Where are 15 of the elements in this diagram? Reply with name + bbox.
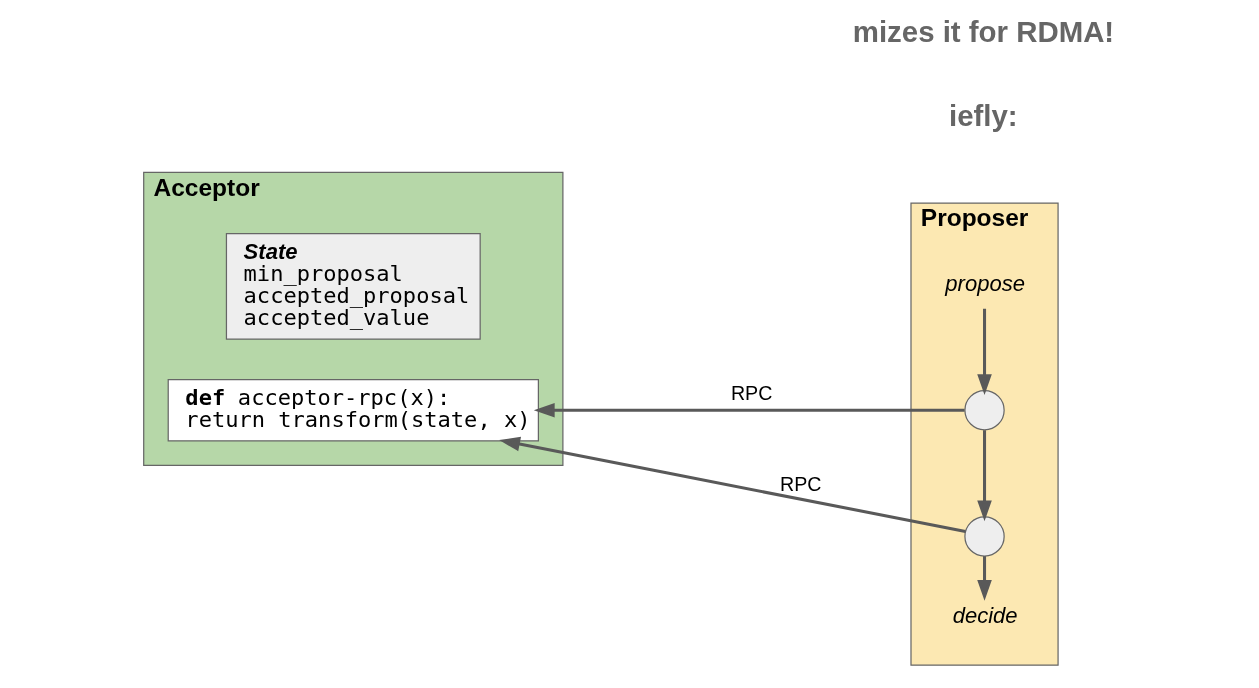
arrow	[976, 556, 992, 601]
label: mizes it for RDMA!	[852, 14, 1114, 48]
edge-label: RPC	[779, 472, 821, 495]
edge-label: RPC	[730, 382, 772, 405]
node-circle	[963, 516, 1005, 557]
node-box: def acceptor-rpc(x): return transform(state, x)	[167, 378, 539, 442]
arrow	[498, 436, 966, 533]
arrow	[976, 308, 992, 396]
node-text: decide	[952, 602, 1018, 628]
node-box: State min_proposal accepted_proposal accepted_value	[225, 233, 481, 340]
node-circle	[963, 389, 1005, 431]
label: iefly:	[948, 99, 1018, 133]
arrow	[533, 402, 965, 418]
arrow	[976, 430, 992, 522]
node-text: propose	[944, 270, 1025, 296]
